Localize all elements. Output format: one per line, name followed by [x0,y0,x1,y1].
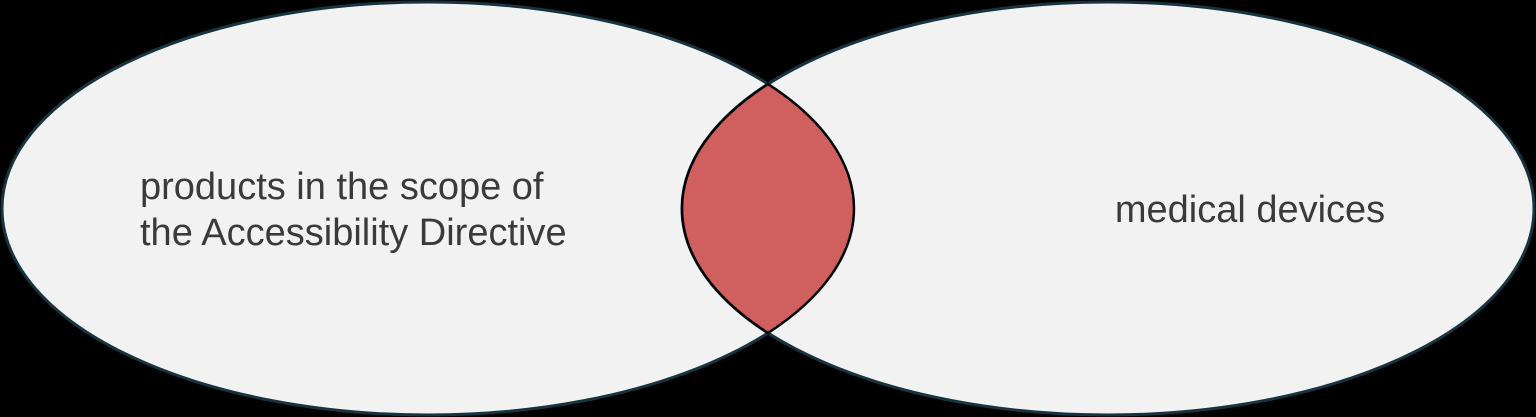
left-set-label: products in the scope of the Accessibili… [140,166,567,254]
right-set-label: medical devices [1114,189,1386,231]
intersection-lens [680,82,856,335]
